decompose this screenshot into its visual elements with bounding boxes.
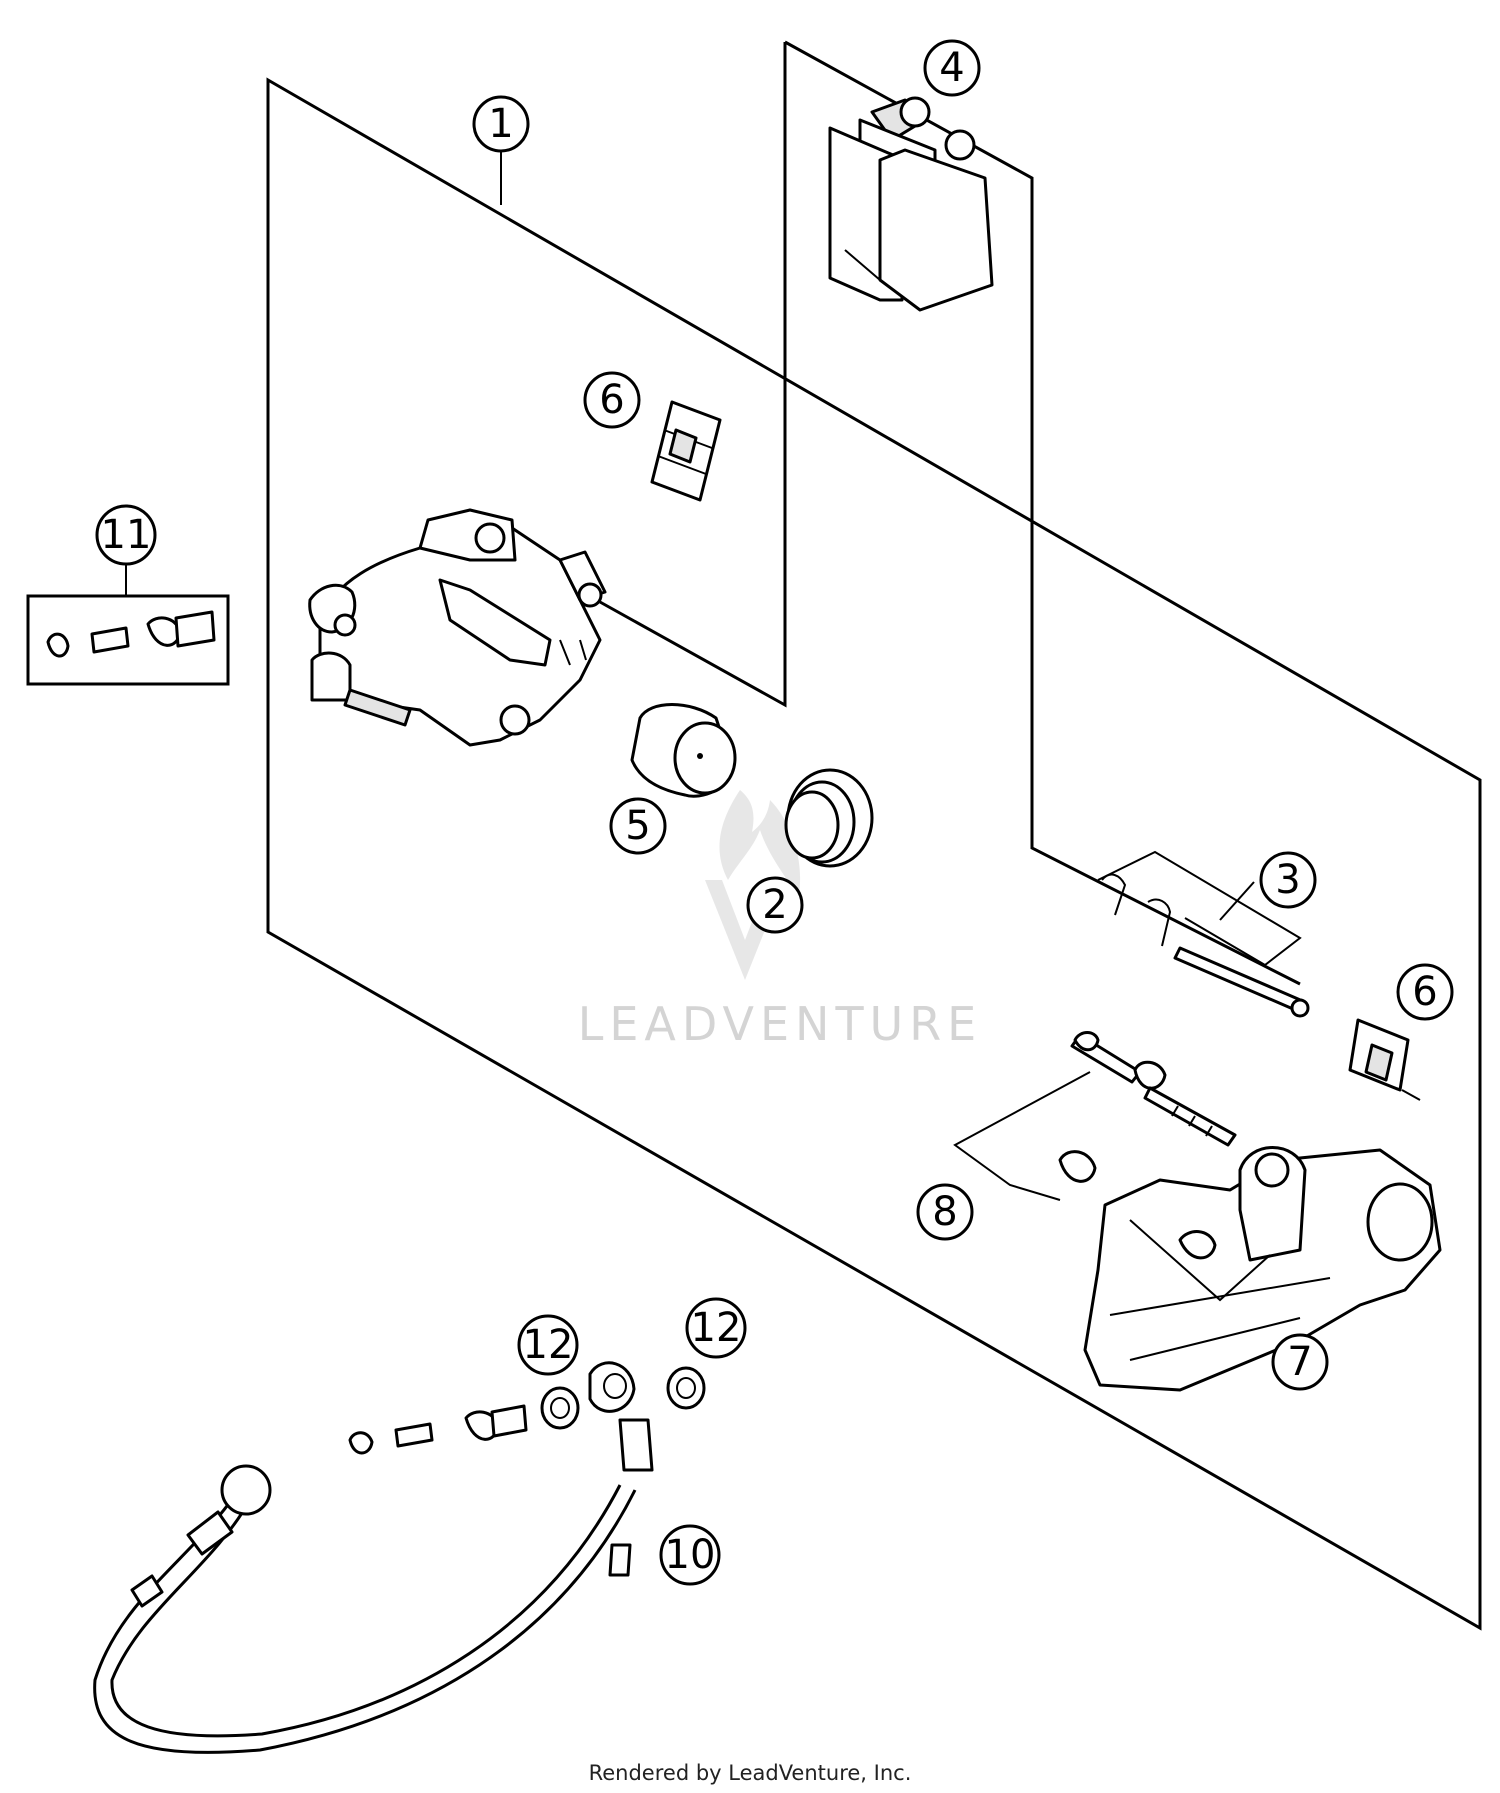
callout-label-3: 3: [1275, 857, 1300, 903]
washer-right: [666, 1366, 706, 1410]
callout-6-lower: 6: [1396, 963, 1454, 1021]
callout-12-right: 12: [685, 1297, 747, 1359]
callout-label-4: 4: [939, 45, 964, 91]
slide-pin-kit: [953, 1031, 1237, 1201]
callout-10: 10: [659, 1524, 721, 1586]
assembly-frame-1: [266, 77, 1482, 1631]
callout-12-left: 12: [517, 1314, 579, 1376]
credit-text: Rendered by LeadVenture, Inc.: [589, 1761, 912, 1785]
pad-spring-lower: [1348, 1018, 1421, 1101]
watermark-text: LEADVENTURE: [578, 997, 983, 1051]
callout-1: 1: [472, 95, 530, 153]
callout-label-11: 11: [101, 512, 152, 558]
callout-label-7: 7: [1287, 1339, 1312, 1385]
piston: [630, 703, 737, 798]
callout-label-6-upper: 6: [599, 377, 624, 423]
callout-label-6-lower: 6: [1412, 969, 1437, 1015]
pin-set: [1097, 850, 1310, 1018]
callout-label-2: 2: [762, 882, 787, 928]
callout-label-8: 8: [932, 1189, 957, 1235]
callout-label-12-right: 12: [691, 1305, 742, 1351]
callout-label-1: 1: [488, 101, 513, 147]
callout-label-12-left: 12: [523, 1322, 574, 1368]
brake-pads: [828, 96, 994, 312]
leader-lines: [125, 150, 1255, 921]
bleeder-kit: [26, 594, 230, 686]
seal-kit: [784, 768, 874, 868]
banjo-fittings: [348, 1404, 528, 1455]
callout-2: 2: [746, 876, 804, 934]
callout-11: 11: [95, 504, 157, 566]
callout-3: 3: [1259, 851, 1317, 909]
washer-left: [540, 1386, 580, 1430]
callout-7: 7: [1271, 1333, 1329, 1391]
pad-spring-upper: [650, 400, 722, 502]
callout-label-5: 5: [625, 803, 650, 849]
callout-8: 8: [916, 1183, 974, 1241]
callout-label-10: 10: [665, 1532, 716, 1578]
brake-caliper: [308, 508, 607, 747]
callout-4: 4: [923, 39, 981, 97]
caliper-bracket: [1083, 1146, 1442, 1392]
brake-hose: [93, 1361, 654, 1754]
callout-5: 5: [609, 797, 667, 855]
callout-6-upper: 6: [583, 371, 641, 429]
